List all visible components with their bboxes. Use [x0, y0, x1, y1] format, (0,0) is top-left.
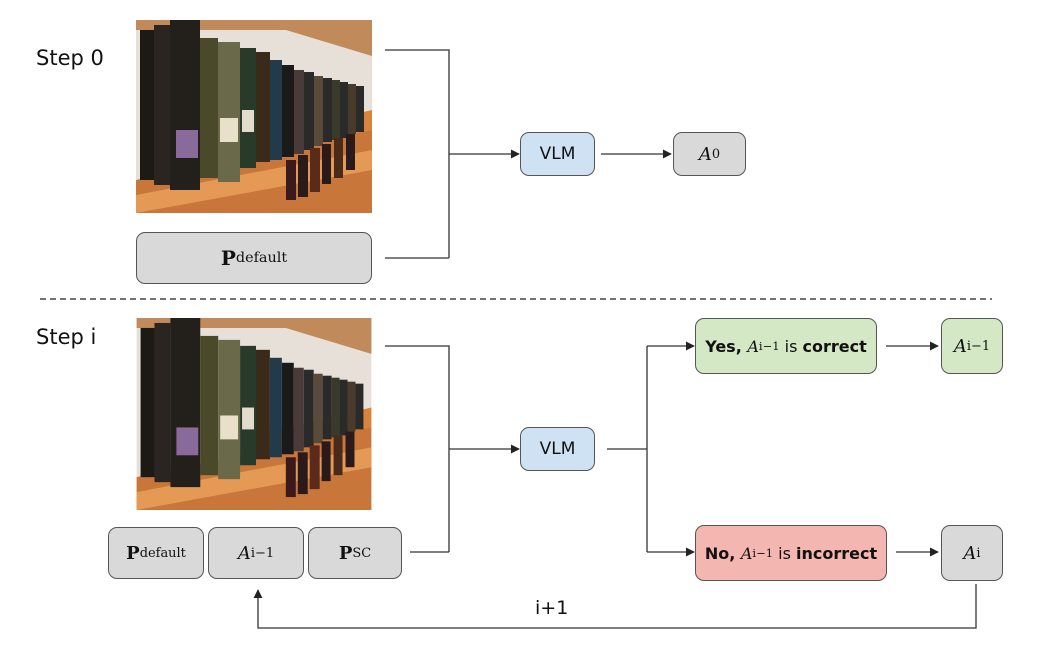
- no-var-symbol: A: [740, 543, 753, 563]
- image-to-merge-line-i: [385, 345, 450, 552]
- no-var-subscript: i−1: [752, 546, 774, 560]
- no-result-subscript: i: [976, 545, 981, 561]
- yes-suffix: correct: [802, 336, 867, 356]
- vlm-box-i: VLM: [520, 427, 595, 471]
- answer-symbol-0: A: [698, 143, 712, 165]
- no-result-symbol: A: [963, 542, 977, 564]
- vlm-label-i: VLM: [539, 439, 576, 459]
- yes-var-symbol: A: [747, 336, 759, 356]
- vlm-label-0: VLM: [539, 144, 576, 164]
- wine-shelf-photo-0: [136, 20, 372, 213]
- image-to-merge-line-0: [385, 49, 450, 258]
- yes-result-symbol: A: [953, 335, 967, 357]
- no-suffix: incorrect: [796, 543, 878, 563]
- self-check-prompt-symbol: P: [338, 542, 353, 564]
- previous-answer-subscript: i−1: [250, 545, 275, 561]
- default-prompt-subscript: default: [235, 250, 288, 266]
- yes-var-subscript: i−1: [758, 339, 780, 353]
- no-prefix: No,: [704, 543, 741, 563]
- wine-shelf-photo-i: [136, 318, 372, 510]
- yes-result-subscript: i−1: [966, 338, 991, 354]
- no-mid-text: is: [773, 543, 797, 563]
- step-i-label: Step i: [36, 325, 97, 349]
- yes-prefix: Yes,: [705, 336, 748, 356]
- yes-mid-text: is: [779, 336, 803, 356]
- answer-subscript-0: 0: [711, 146, 721, 162]
- step-0-label: Step 0: [36, 46, 104, 70]
- previous-answer-symbol: A: [237, 542, 251, 564]
- loop-label: i+1: [535, 597, 569, 619]
- default-prompt-symbol-i: P: [126, 542, 140, 564]
- default-prompt-subscript-i: default: [139, 545, 186, 561]
- default-prompt-symbol: P: [220, 246, 236, 270]
- feedback-loop-arrow: [253, 584, 977, 629]
- vlm-box-0: VLM: [520, 132, 595, 176]
- self-check-prompt-subscript: SC: [352, 545, 372, 561]
